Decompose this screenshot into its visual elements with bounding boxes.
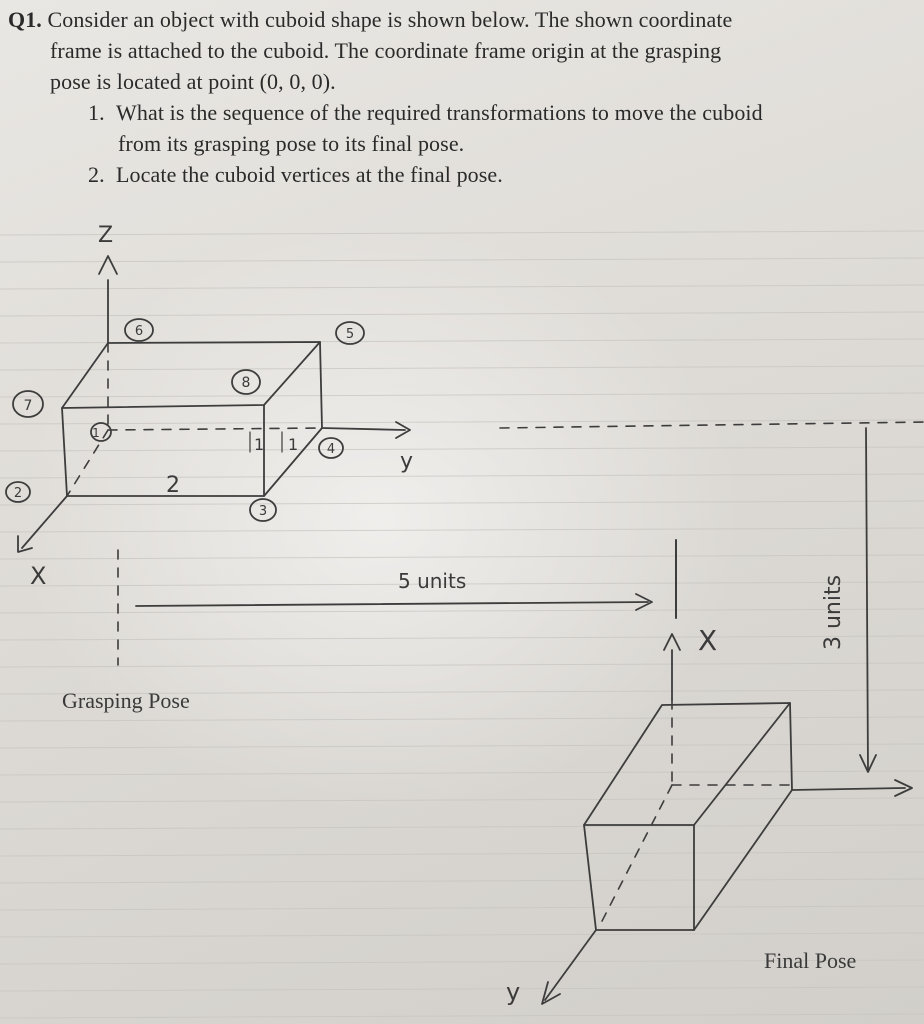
final-right-face xyxy=(693,702,793,931)
question-intro-line2: frame is attached to the cuboid. The coo… xyxy=(50,38,722,63)
cuboid-right-face xyxy=(263,341,323,497)
dimension-1-label-b: 1 xyxy=(288,435,298,454)
x-axis-arrowhead xyxy=(17,535,33,553)
final-y-arrowhead xyxy=(541,981,561,1005)
question-label: Q1. xyxy=(8,7,42,32)
final-x-arrowhead xyxy=(663,633,681,651)
final-y-axis-label: y xyxy=(506,978,520,1006)
final-pose-caption: Final Pose xyxy=(764,948,856,973)
final-y-axis-line xyxy=(544,929,597,1001)
cuboid-front-face xyxy=(61,404,265,497)
z-axis-label: Z xyxy=(98,223,113,248)
translate-z-arrowhead xyxy=(859,754,877,773)
cuboid-top-face xyxy=(61,341,321,409)
y-axis-arrowhead xyxy=(395,421,411,439)
item-1-line1: What is the sequence of the required tra… xyxy=(116,100,763,125)
final-z-arrowhead xyxy=(894,779,913,797)
final-front-face xyxy=(583,824,695,931)
translate-y-label: 5 units xyxy=(398,569,466,593)
x-axis-label: X xyxy=(30,562,46,590)
translate-y-arrow xyxy=(135,601,649,607)
vertex-label-1: 1 xyxy=(92,426,100,440)
final-z-axis-line xyxy=(791,787,906,791)
vertex-label-7: 7 xyxy=(24,398,33,414)
question-text: Q1. Consider an object with cuboid shape… xyxy=(8,4,918,190)
final-x-axis-label: X xyxy=(698,624,717,657)
vertex-label-5: 5 xyxy=(346,327,354,342)
vertex-label-4: 4 xyxy=(327,442,335,457)
vertex-label-6: 6 xyxy=(135,324,143,339)
grasping-pose-caption: Grasping Pose xyxy=(62,688,190,713)
vertex-label-8: 8 xyxy=(242,375,251,391)
y-axis-label: y xyxy=(400,449,413,474)
item-1-number: 1. xyxy=(88,100,105,125)
question-intro-line1: Consider an object with cuboid shape is … xyxy=(47,7,733,32)
question-intro-line3: pose is located at point (0, 0, 0). xyxy=(50,69,336,94)
vertex-label-2: 2 xyxy=(14,486,22,501)
z-axis-arrowhead xyxy=(98,255,118,275)
vertex-label-3: 3 xyxy=(259,504,267,519)
dimension-2-label: 2 xyxy=(166,473,180,498)
translate-z-label: 3 units xyxy=(821,575,846,650)
translate-y-arrowhead xyxy=(635,593,653,611)
y-axis-line xyxy=(321,427,406,431)
dimension-1-label-a: 1 xyxy=(254,435,264,454)
item-2-number: 2. xyxy=(88,162,105,187)
x-axis-line xyxy=(21,495,68,549)
grasping-cuboid xyxy=(17,255,411,553)
item-2-line1: Locate the cuboid vertices at the final … xyxy=(116,162,503,187)
height-reference-line xyxy=(499,421,924,429)
final-top-face xyxy=(583,702,791,826)
hidden-edges xyxy=(66,342,924,926)
translate-z-arrow xyxy=(865,427,869,771)
final-cuboid xyxy=(541,633,913,1005)
item-1-line2: from its grasping pose to its final pose… xyxy=(118,131,465,156)
